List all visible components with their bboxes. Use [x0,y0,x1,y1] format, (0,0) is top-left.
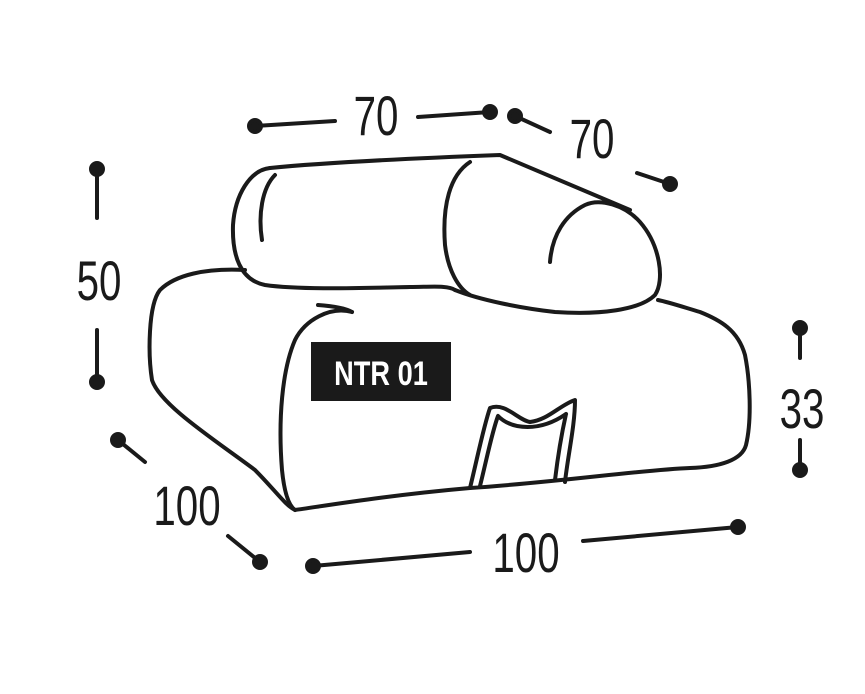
seat-flap-curve [278,308,354,512]
seat-cushion-outline [147,267,752,512]
model-code: NTR 01 [334,354,428,393]
dim-height-bottom-dot [89,374,105,390]
back-bolster-right [453,200,662,315]
dim-back-depth-start-dot [507,108,523,124]
dim-width-start-dot [305,558,321,574]
dim-back-width-label: 70 [354,86,399,148]
dim-height-top-dot [89,161,105,177]
dim-back-depth-end-dot [662,176,678,192]
seat-flap-tip [316,303,354,314]
back-bolster-corner [442,160,472,297]
dim-back-depth-label: 70 [570,109,615,171]
dim-height-label: 50 [77,251,122,313]
back-bolster-left-end [258,173,277,242]
handle-loop [468,398,577,490]
model-badge-background [311,342,451,401]
dim-depth-label: 100 [153,476,220,538]
dim-depth-end-dot [252,554,268,570]
back-bolster-top [268,153,632,212]
dim-seat-top-dot [792,320,808,336]
model-badge: NTR 01 [311,342,451,401]
back-bolster-left [230,166,457,292]
dim-seat-height-label: 33 [780,379,825,441]
dim-width-end-dot [730,519,746,535]
dim-depth-start-dot [110,432,126,448]
dim-seat-bottom-dot [792,462,808,478]
dim-back-width-start-dot [247,118,263,134]
dim-back-width-end-dot [482,104,498,120]
dim-width-label: 100 [492,523,559,585]
handle-inner [478,412,568,488]
